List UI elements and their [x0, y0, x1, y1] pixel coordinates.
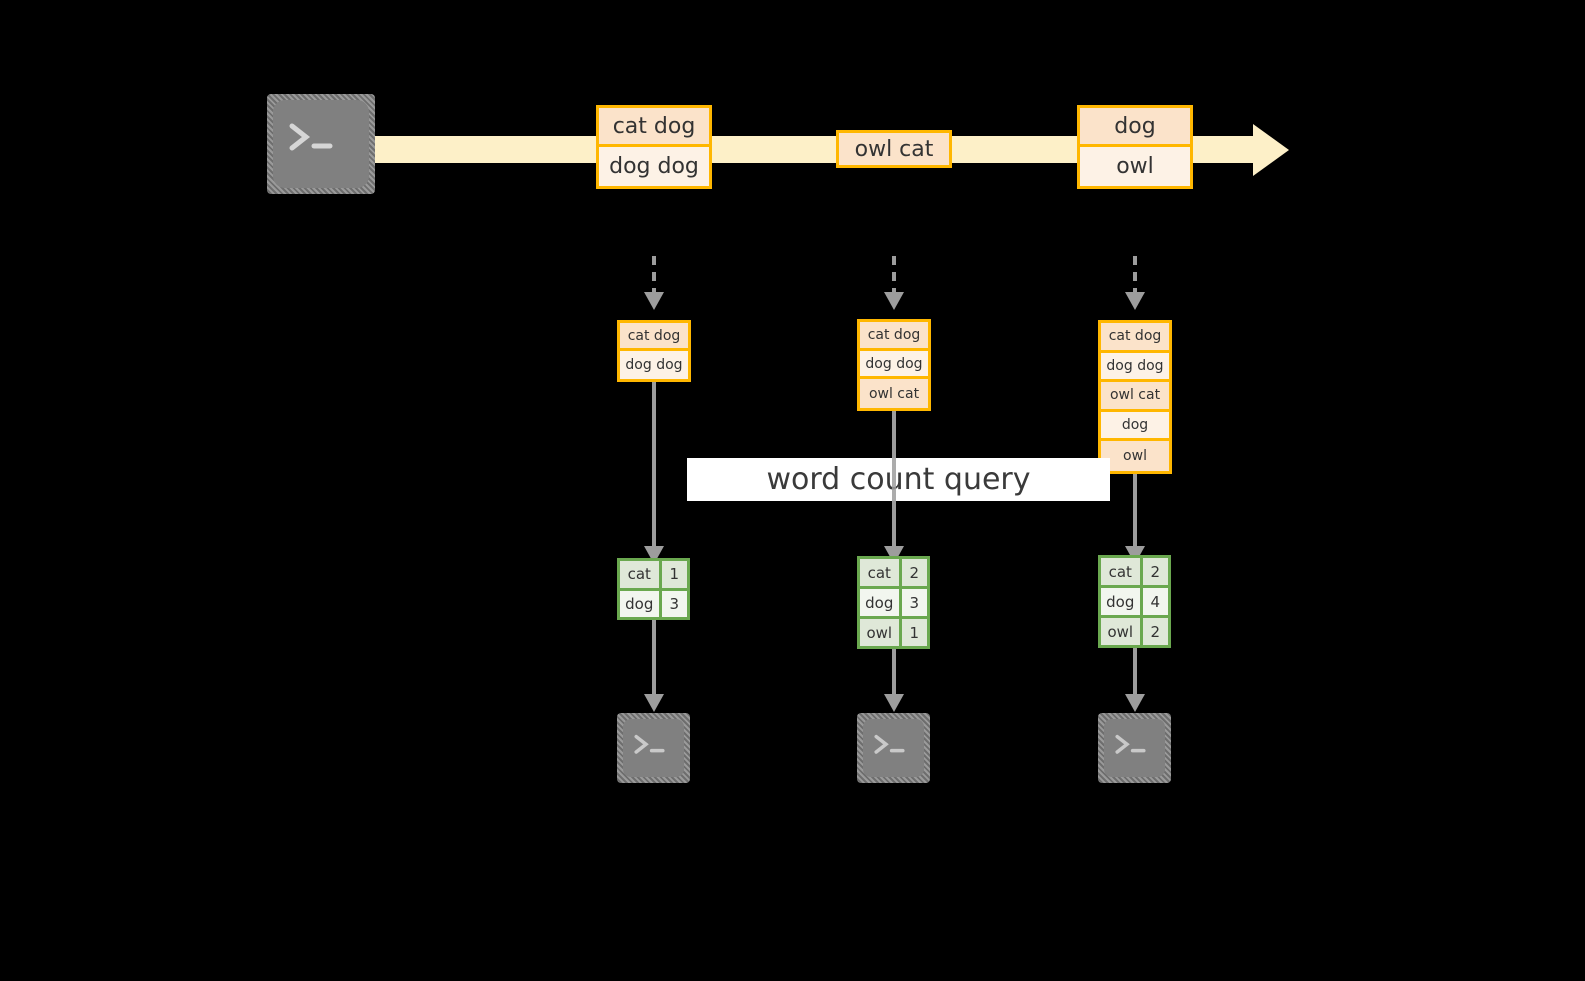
- result-1-row-1: cat 1: [620, 561, 687, 591]
- sink-connector-2-head: [884, 694, 904, 712]
- prompt-glyph-icon: [289, 123, 333, 151]
- stream-event-1-line-2: dog dog: [599, 147, 709, 186]
- dashed-connector-3: [1133, 256, 1137, 294]
- sink-terminal-icon-3[interactable]: [1098, 713, 1171, 783]
- dashed-connector-3-head: [1125, 292, 1145, 310]
- snapshot-table-1[interactable]: cat dog dog dog: [617, 320, 691, 382]
- result-3-row-3-count: 2: [1142, 618, 1168, 645]
- snapshot-1-row-2: dog dog: [620, 351, 688, 379]
- query-connector-2-overlay: [892, 458, 896, 501]
- result-table-2[interactable]: cat 2 dog 3 owl 1: [857, 556, 930, 649]
- result-2-row-3: owl 1: [860, 619, 927, 646]
- stream-event-1-line-1: cat dog: [599, 108, 709, 147]
- result-3-row-3-word: owl: [1101, 618, 1143, 645]
- terminal-screen: [623, 719, 684, 777]
- result-3-row-1-word: cat: [1101, 558, 1143, 585]
- snapshot-3-row-1: cat dog: [1101, 323, 1169, 353]
- prompt-glyph-icon: [633, 734, 665, 754]
- dashed-connector-2-head: [884, 292, 904, 310]
- snapshot-table-2[interactable]: cat dog dog dog owl cat: [857, 319, 931, 411]
- snapshot-2-row-1: cat dog: [860, 322, 928, 351]
- snapshot-1-row-1: cat dog: [620, 323, 688, 351]
- result-2-row-2: dog 3: [860, 589, 927, 619]
- query-connector-3: [1133, 474, 1137, 550]
- result-2-row-2-count: 3: [901, 589, 927, 616]
- result-1-row-1-count: 1: [661, 561, 687, 588]
- result-2-row-1: cat 2: [860, 559, 927, 589]
- stream-event-3-line-1: dog: [1080, 108, 1190, 147]
- snapshot-3-row-4: dog: [1101, 411, 1169, 442]
- result-3-row-1: cat 2: [1101, 558, 1168, 588]
- result-3-row-2: dog 4: [1101, 588, 1168, 618]
- dashed-connector-1: [652, 256, 656, 294]
- terminal-screen: [863, 719, 924, 777]
- result-table-3[interactable]: cat 2 dog 4 owl 2: [1098, 555, 1171, 648]
- stream-event-2[interactable]: owl cat: [836, 130, 952, 168]
- stream-arrowhead: [1253, 124, 1289, 176]
- snapshot-2-row-2: dog dog: [860, 350, 928, 380]
- result-1-row-2-count: 3: [661, 590, 687, 617]
- result-3-row-1-count: 2: [1142, 558, 1168, 585]
- sink-connector-1-head: [644, 694, 664, 712]
- result-2-row-3-word: owl: [860, 619, 902, 646]
- result-2-row-1-word: cat: [860, 559, 902, 586]
- snapshot-3-row-2: dog dog: [1101, 352, 1169, 383]
- prompt-glyph-icon: [1114, 734, 1146, 754]
- stream-event-3-line-2: owl: [1080, 147, 1190, 186]
- query-connector-1: [652, 382, 656, 550]
- sink-connector-2: [892, 649, 896, 698]
- result-3-row-3: owl 2: [1101, 618, 1168, 645]
- stream-event-2-line-1: owl cat: [839, 133, 949, 165]
- dashed-connector-2: [892, 256, 896, 294]
- stream-event-1[interactable]: cat dog dog dog: [596, 105, 712, 189]
- result-1-row-2-word: dog: [620, 590, 662, 617]
- source-terminal-icon[interactable]: [267, 94, 375, 194]
- stream-event-3[interactable]: dog owl: [1077, 105, 1193, 189]
- sink-terminal-icon-2[interactable]: [857, 713, 930, 783]
- sink-connector-3: [1133, 648, 1137, 698]
- result-2-row-3-count: 1: [901, 619, 927, 646]
- dashed-connector-1-head: [644, 292, 664, 310]
- result-1-row-2: dog 3: [620, 590, 687, 617]
- query-label-band: word count query: [687, 458, 1110, 501]
- result-3-row-2-count: 4: [1142, 588, 1168, 615]
- sink-connector-1: [652, 620, 656, 698]
- query-label-text: word count query: [766, 462, 1031, 497]
- result-1-row-1-word: cat: [620, 561, 662, 588]
- result-2-row-1-count: 2: [901, 559, 927, 586]
- result-2-row-2-word: dog: [860, 589, 902, 616]
- terminal-screen: [273, 100, 369, 188]
- prompt-glyph-icon: [873, 734, 905, 754]
- sink-terminal-icon-1[interactable]: [617, 713, 690, 783]
- snapshot-3-row-3: owl cat: [1101, 382, 1169, 412]
- snapshot-2-row-3: owl cat: [860, 379, 928, 408]
- terminal-screen: [1104, 719, 1165, 777]
- snapshot-table-3[interactable]: cat dog dog dog owl cat dog owl: [1098, 320, 1172, 474]
- sink-connector-3-head: [1125, 694, 1145, 712]
- snapshot-3-row-5: owl: [1101, 441, 1169, 471]
- result-table-1[interactable]: cat 1 dog 3: [617, 558, 690, 620]
- result-3-row-2-word: dog: [1101, 588, 1143, 615]
